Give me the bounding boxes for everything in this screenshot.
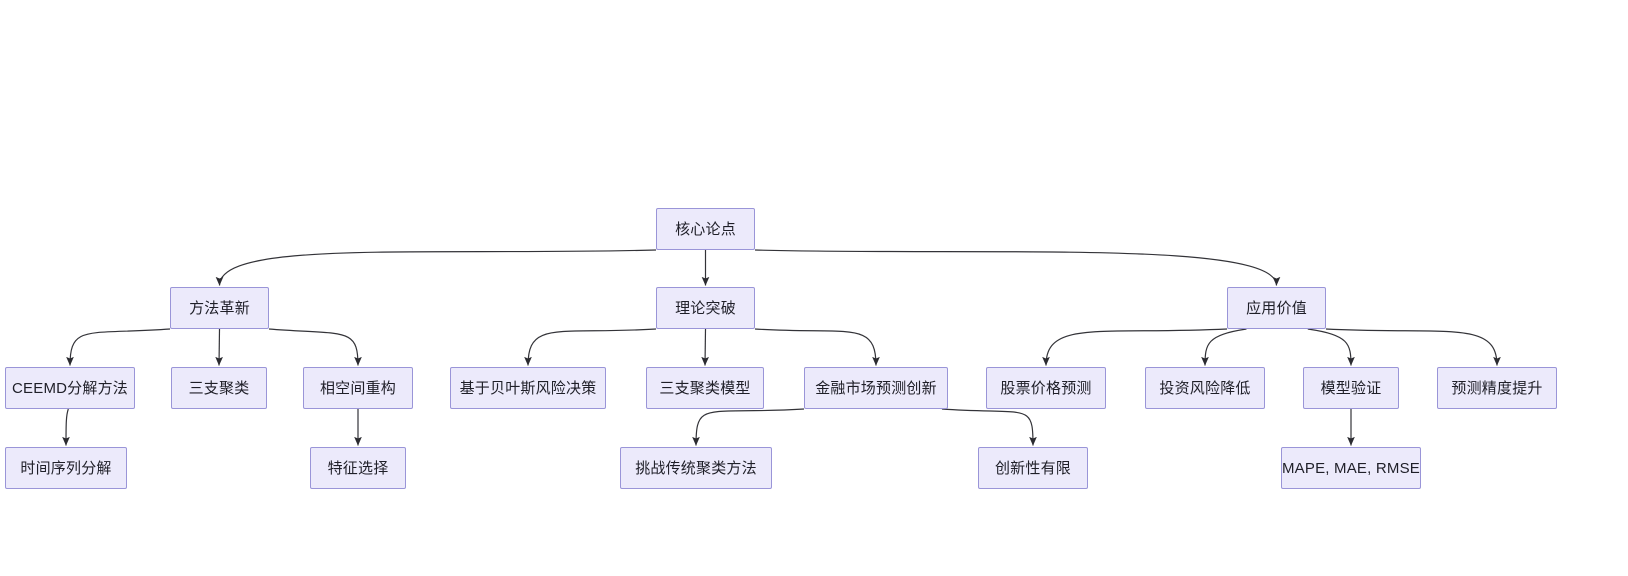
node-c7[interactable]: 股票价格预测 xyxy=(986,367,1106,409)
node-b2[interactable]: 理论突破 xyxy=(656,287,755,329)
edge-c1-to-d1 xyxy=(62,408,70,446)
node-label: 方法革新 xyxy=(189,299,250,317)
node-label: 投资风险降低 xyxy=(1159,379,1251,397)
node-c9[interactable]: 模型验证 xyxy=(1303,367,1399,409)
edge-b2-to-c5 xyxy=(701,328,709,366)
edge-c6-to-d3 xyxy=(692,408,805,446)
node-c4[interactable]: 基于贝叶斯风险决策 xyxy=(450,367,606,409)
node-label: 特征选择 xyxy=(327,459,389,477)
node-d2[interactable]: 特征选择 xyxy=(310,447,406,489)
node-c1[interactable]: CEEMD分解方法 xyxy=(5,367,135,409)
edge-b2-to-c6 xyxy=(754,328,880,366)
edge-b1-to-c1 xyxy=(66,328,171,366)
node-label: 三支聚类 xyxy=(188,379,250,397)
node-c2[interactable]: 三支聚类 xyxy=(171,367,267,409)
node-label: 金融市场预测创新 xyxy=(815,379,937,397)
node-c8[interactable]: 投资风险降低 xyxy=(1145,367,1265,409)
node-root[interactable]: 核心论点 xyxy=(656,208,755,250)
node-label: 创新性有限 xyxy=(994,459,1071,477)
node-label: 挑战传统聚类方法 xyxy=(635,459,757,477)
node-label: 理论突破 xyxy=(675,299,736,317)
node-c3[interactable]: 相空间重构 xyxy=(303,367,413,409)
node-label: 基于贝叶斯风险决策 xyxy=(459,379,597,397)
node-d1[interactable]: 时间序列分解 xyxy=(5,447,127,489)
node-c10[interactable]: 预测精度提升 xyxy=(1437,367,1557,409)
node-label: CEEMD分解方法 xyxy=(12,379,128,397)
node-d5[interactable]: MAPE, MAE, RMSE xyxy=(1281,447,1421,489)
node-label: 时间序列分解 xyxy=(20,459,112,477)
edge-c6-to-d4 xyxy=(941,408,1037,446)
node-label: 股票价格预测 xyxy=(1000,379,1092,397)
edge-b2-to-c4 xyxy=(524,328,657,366)
edge-root-to-b3 xyxy=(754,249,1281,286)
edge-root-to-b1 xyxy=(215,249,657,286)
node-b1[interactable]: 方法革新 xyxy=(170,287,269,329)
node-c5[interactable]: 三支聚类模型 xyxy=(646,367,764,409)
edge-b1-to-c3 xyxy=(268,328,362,366)
node-d3[interactable]: 挑战传统聚类方法 xyxy=(620,447,772,489)
node-label: 应用价值 xyxy=(1246,299,1307,317)
edge-b3-to-c7 xyxy=(1042,328,1228,366)
node-label: 相空间重构 xyxy=(319,379,396,397)
node-label: 三支聚类模型 xyxy=(659,379,751,397)
node-label: 预测精度提升 xyxy=(1451,379,1543,397)
node-label: 核心论点 xyxy=(675,220,736,238)
edge-b3-to-c8 xyxy=(1201,328,1247,366)
node-label: 模型验证 xyxy=(1320,379,1382,397)
edge-b1-to-c2 xyxy=(215,328,223,366)
edge-b3-to-c10 xyxy=(1325,328,1501,366)
node-b3[interactable]: 应用价值 xyxy=(1227,287,1326,329)
node-c6[interactable]: 金融市场预测创新 xyxy=(804,367,948,409)
edge-b3-to-c9 xyxy=(1307,328,1355,366)
node-label: MAPE, MAE, RMSE xyxy=(1281,459,1421,477)
node-d4[interactable]: 创新性有限 xyxy=(978,447,1088,489)
